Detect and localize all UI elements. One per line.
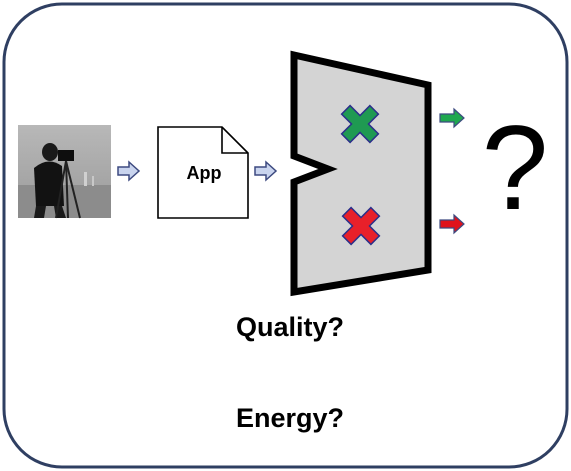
input-photo — [18, 125, 111, 219]
green-x-mark-icon — [340, 104, 380, 144]
red-output-arrow-icon — [439, 213, 465, 235]
app-label: App — [186, 163, 222, 183]
quality-label: Quality? — [235, 312, 344, 342]
document-fold — [221, 127, 248, 154]
app-document — [157, 126, 249, 219]
energy-label: Energy? — [235, 403, 345, 433]
question-mark: ? — [481, 101, 549, 235]
red-x-mark-icon — [341, 206, 381, 246]
right-arrow-icon — [254, 160, 278, 182]
classifier-block — [290, 50, 432, 297]
green-output-arrow-icon — [439, 107, 465, 129]
right-arrow-icon — [117, 160, 141, 182]
